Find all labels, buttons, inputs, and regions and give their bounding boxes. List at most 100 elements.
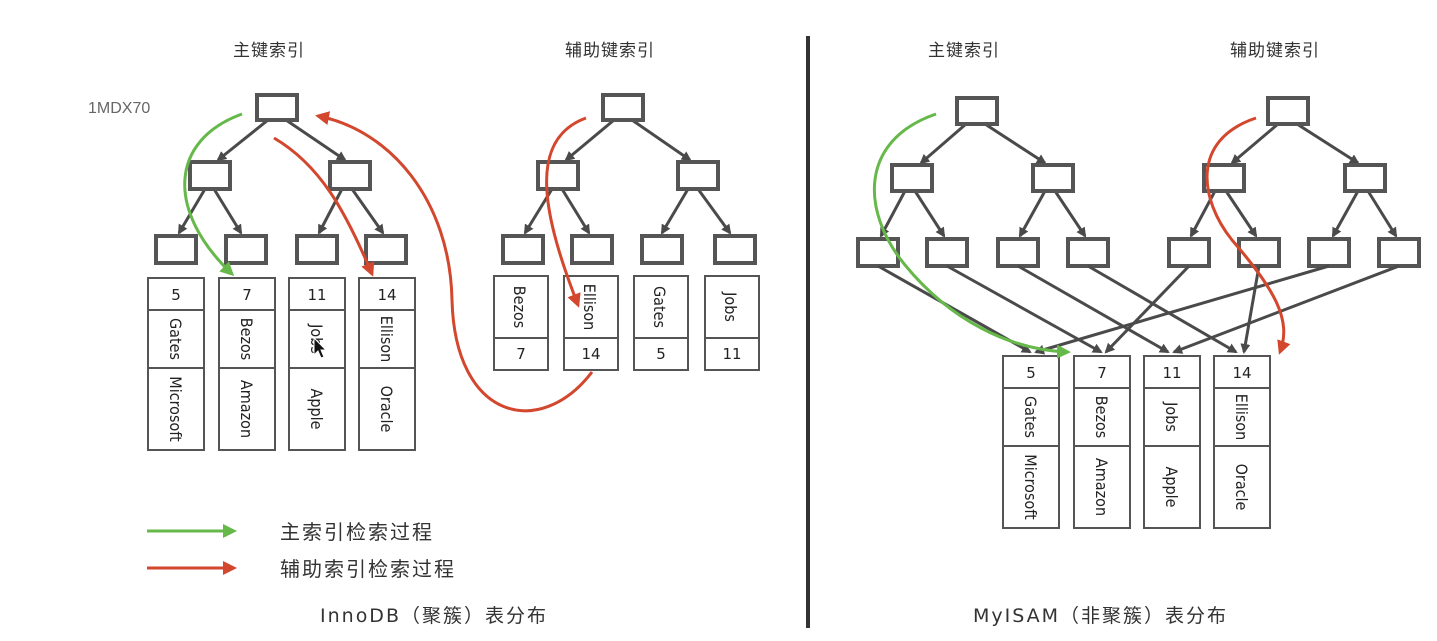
record-name: Bezos <box>237 318 256 361</box>
secondary-record: Jobs 11 <box>704 275 760 371</box>
innodb-record: 7 Bezos Amazon <box>218 277 276 451</box>
myisam-pointers <box>877 264 1400 355</box>
tree-node-leaf <box>154 234 198 265</box>
innodb-primary-index: 主键索引 5 Gates Microsoft 7 Bezos <box>147 41 416 451</box>
innodb-secondary-title: 辅助键索引 <box>565 41 655 61</box>
tree-node-leaf <box>1167 237 1211 268</box>
tree-edge <box>216 118 269 162</box>
record-company: Apple <box>307 389 326 430</box>
tree-node-leaf <box>1377 237 1421 268</box>
watermark-text: 1MDX70 <box>88 100 150 117</box>
myisam-secondary-title: 辅助键索引 <box>1230 41 1320 61</box>
record-company: Oracle <box>1232 464 1251 511</box>
tree-node-leaf <box>1237 237 1281 268</box>
innodb-record: 14 Ellison Oracle <box>358 277 416 451</box>
record-name: Ellison <box>1232 394 1251 441</box>
record-name: Bezos <box>510 286 529 329</box>
tree-node-leaf <box>640 234 684 265</box>
innodb-secondary-index: 辅助键索引 Bezos 7 Ellison 14 Gates <box>493 41 760 371</box>
tree-edge <box>631 118 692 162</box>
myisam-record: 5 Gates Microsoft <box>1002 355 1060 529</box>
primary-search-path <box>873 112 1071 359</box>
record-key: 14 <box>1232 364 1251 382</box>
tree-edge <box>1331 190 1360 238</box>
legend: 主索引检索过程 辅助索引检索过程 <box>147 520 456 581</box>
pointer-edge <box>1087 264 1238 354</box>
record-key: 7 <box>242 286 252 304</box>
tree-edge <box>177 188 207 235</box>
record-company: Amazon <box>237 380 256 438</box>
tree-node <box>1031 163 1075 193</box>
tree-node-leaf <box>1307 237 1351 268</box>
record-name: Jobs <box>1162 401 1181 432</box>
secondary-search-path <box>273 136 375 277</box>
legend-secondary-label: 辅助索引检索过程 <box>280 557 456 581</box>
tree-node-leaf <box>996 237 1040 268</box>
tree-edge <box>660 188 690 235</box>
pointer-edge <box>1240 265 1261 354</box>
record-name: Ellison <box>580 284 599 331</box>
record-company: Amazon <box>1092 458 1111 516</box>
tree-node <box>676 160 720 191</box>
tree-edge <box>564 118 615 162</box>
tree-node-root <box>955 96 999 126</box>
record-name: Jobs <box>721 291 740 322</box>
tree-edge <box>212 188 243 235</box>
tree-edge <box>560 188 591 235</box>
innodb-primary-title: 主键索引 <box>233 41 305 61</box>
tree-edge <box>1366 190 1398 238</box>
tree-edge <box>285 118 347 162</box>
innodb-record: 5 Gates Microsoft <box>147 277 205 451</box>
tree-node-leaf <box>501 234 545 265</box>
record-company: Apple <box>1162 467 1181 508</box>
innodb-caption: InnoDB（聚簇）表分布 <box>320 605 548 627</box>
record-company: Oracle <box>377 386 396 433</box>
tree-node-leaf <box>856 237 900 268</box>
tree-node-leaf <box>364 234 408 265</box>
myisam-record: 14 Ellison Oracle <box>1213 355 1271 529</box>
secondary-record: Ellison 14 <box>563 275 619 371</box>
tree-node <box>1343 163 1387 193</box>
innodb-record: 11 Jobs Apple <box>288 277 346 451</box>
tree-edge <box>913 190 946 238</box>
tree-edge <box>1230 122 1279 165</box>
tree-node-leaf <box>1066 237 1110 268</box>
pointer-edge <box>1104 264 1191 354</box>
record-key: 11 <box>1162 364 1181 382</box>
tree-node-root <box>601 93 645 122</box>
tree-edge <box>1018 190 1047 238</box>
pointer-edge <box>946 264 1103 354</box>
record-name: Gates <box>650 286 669 328</box>
tree-edge <box>879 190 907 238</box>
myisam-records: 5 Gates Microsoft 7 Bezos Amazon 11 Jobs… <box>1002 355 1271 529</box>
tree-node-leaf <box>713 234 757 265</box>
tree-node-root <box>255 93 299 122</box>
myisam-primary-title: 主键索引 <box>928 41 1000 61</box>
myisam-primary-index: 主键索引 <box>856 41 1110 268</box>
tree-edge <box>317 188 344 235</box>
tree-node <box>890 163 934 193</box>
record-key: 11 <box>722 345 741 363</box>
secondary-record: Bezos 7 <box>493 275 549 371</box>
primary-search-path <box>183 112 243 277</box>
pointer-edge <box>1172 264 1400 354</box>
secondary-lookup-path <box>315 111 594 413</box>
record-name: Ellison <box>377 316 396 363</box>
tree-node-leaf <box>925 237 969 268</box>
myisam-caption: MyISAM（非聚簇）表分布 <box>973 605 1228 627</box>
record-name: Gates <box>1021 396 1040 438</box>
tree-node <box>188 160 232 191</box>
pointer-edge <box>1017 264 1170 354</box>
tree-node <box>1202 163 1246 193</box>
tree-node-leaf <box>295 234 339 265</box>
tree-edge <box>350 188 385 235</box>
myisam-secondary-index: 辅助键索引 <box>1167 41 1421 268</box>
tree-edge <box>1224 190 1258 238</box>
myisam-record: 11 Jobs Apple <box>1143 355 1201 529</box>
legend-primary-label: 主索引检索过程 <box>280 520 434 544</box>
record-key: 5 <box>171 286 181 304</box>
record-name: Bezos <box>1092 396 1111 439</box>
tree-node-leaf <box>224 234 268 265</box>
secondary-search-path <box>545 116 587 308</box>
